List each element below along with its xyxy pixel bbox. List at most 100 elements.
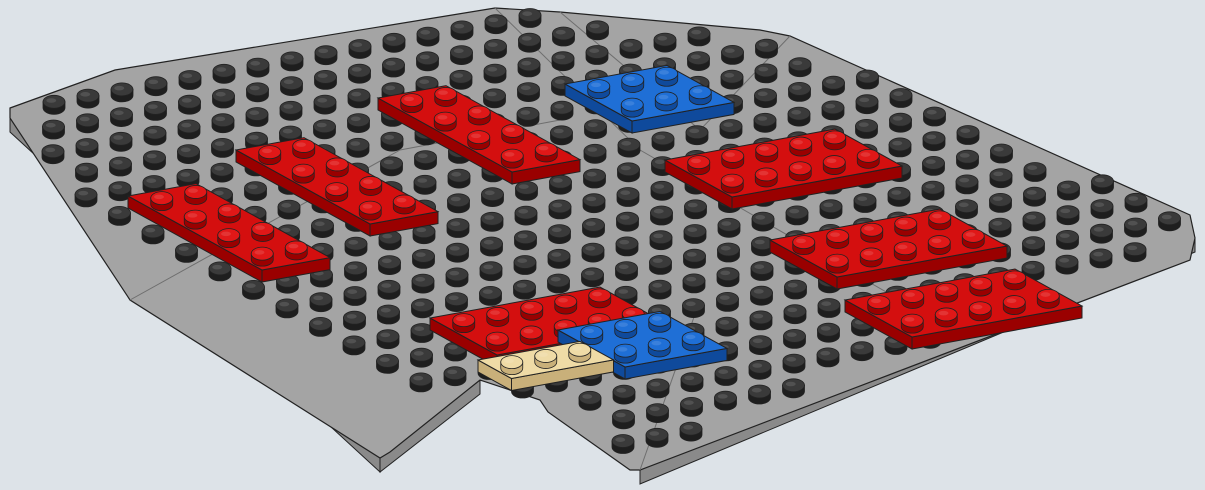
stud	[1057, 206, 1079, 225]
stud	[686, 126, 708, 145]
stud	[218, 204, 240, 223]
stud	[412, 299, 434, 318]
stud	[583, 218, 605, 237]
stud	[1023, 237, 1045, 256]
stud	[749, 360, 771, 379]
stud	[717, 292, 739, 311]
stud	[613, 410, 635, 429]
stud	[548, 274, 570, 293]
stud	[789, 162, 811, 181]
stud	[722, 45, 744, 64]
stud	[1090, 249, 1112, 268]
stud	[756, 143, 778, 162]
stud	[1057, 230, 1079, 249]
stud	[552, 52, 574, 71]
stud	[749, 385, 771, 404]
stud	[651, 181, 673, 200]
stud	[790, 137, 812, 156]
stud	[612, 435, 634, 454]
stud	[292, 164, 314, 183]
stud	[480, 262, 502, 281]
stud	[647, 379, 669, 398]
stud	[928, 236, 950, 255]
stud	[650, 255, 672, 274]
stud	[579, 391, 601, 410]
stud	[622, 73, 644, 92]
stud	[716, 317, 738, 336]
stud	[924, 107, 946, 126]
stud	[822, 101, 844, 120]
stud	[681, 373, 703, 392]
stud	[468, 106, 490, 125]
stud	[518, 83, 540, 102]
stud	[212, 114, 234, 133]
stud	[481, 237, 503, 256]
stud	[583, 194, 605, 213]
stud	[446, 268, 468, 287]
stud	[823, 156, 845, 175]
stud	[519, 33, 541, 52]
stud	[535, 143, 557, 162]
stud	[447, 219, 469, 238]
stud	[516, 181, 538, 200]
stud	[587, 21, 609, 40]
stud	[413, 249, 435, 268]
stud	[857, 149, 879, 168]
stud	[252, 222, 274, 241]
stud	[889, 138, 911, 157]
stud	[144, 126, 166, 145]
stud	[343, 336, 365, 355]
stud	[76, 163, 98, 182]
stud	[553, 27, 575, 46]
stud	[755, 89, 777, 108]
stud	[1125, 218, 1147, 237]
stud	[345, 262, 367, 281]
stud	[569, 343, 591, 362]
stud	[888, 187, 910, 206]
stud	[851, 342, 873, 361]
stud	[446, 293, 468, 312]
stud	[824, 131, 846, 150]
stud	[617, 188, 639, 207]
stud	[586, 46, 608, 65]
stud	[110, 157, 132, 176]
stud	[517, 107, 539, 126]
stud	[957, 150, 979, 169]
stud	[77, 114, 99, 133]
stud	[178, 120, 200, 139]
stud	[310, 293, 332, 312]
stud	[145, 77, 167, 96]
stud	[378, 305, 400, 324]
stud	[344, 311, 366, 330]
stud	[717, 268, 739, 287]
stud	[683, 299, 705, 318]
stud	[555, 295, 577, 314]
stud	[788, 107, 810, 126]
stud	[618, 138, 640, 157]
stud	[551, 126, 573, 145]
stud	[1159, 212, 1181, 231]
stud	[936, 283, 958, 302]
stud	[1037, 289, 1059, 308]
stud	[715, 367, 737, 386]
stud	[584, 169, 606, 188]
stud	[1023, 212, 1045, 231]
stud	[142, 225, 164, 244]
stud	[314, 95, 336, 114]
stud	[820, 200, 842, 219]
stud	[680, 422, 702, 441]
stud	[344, 287, 366, 306]
stud	[754, 113, 776, 132]
stud	[484, 89, 506, 108]
stud	[956, 175, 978, 194]
stud	[144, 151, 166, 170]
stud	[970, 277, 992, 296]
stud	[417, 27, 439, 46]
stud	[688, 156, 710, 175]
stud	[349, 40, 371, 59]
stud	[752, 212, 774, 231]
stud	[826, 254, 848, 273]
stud	[518, 58, 540, 77]
stud	[209, 262, 231, 281]
